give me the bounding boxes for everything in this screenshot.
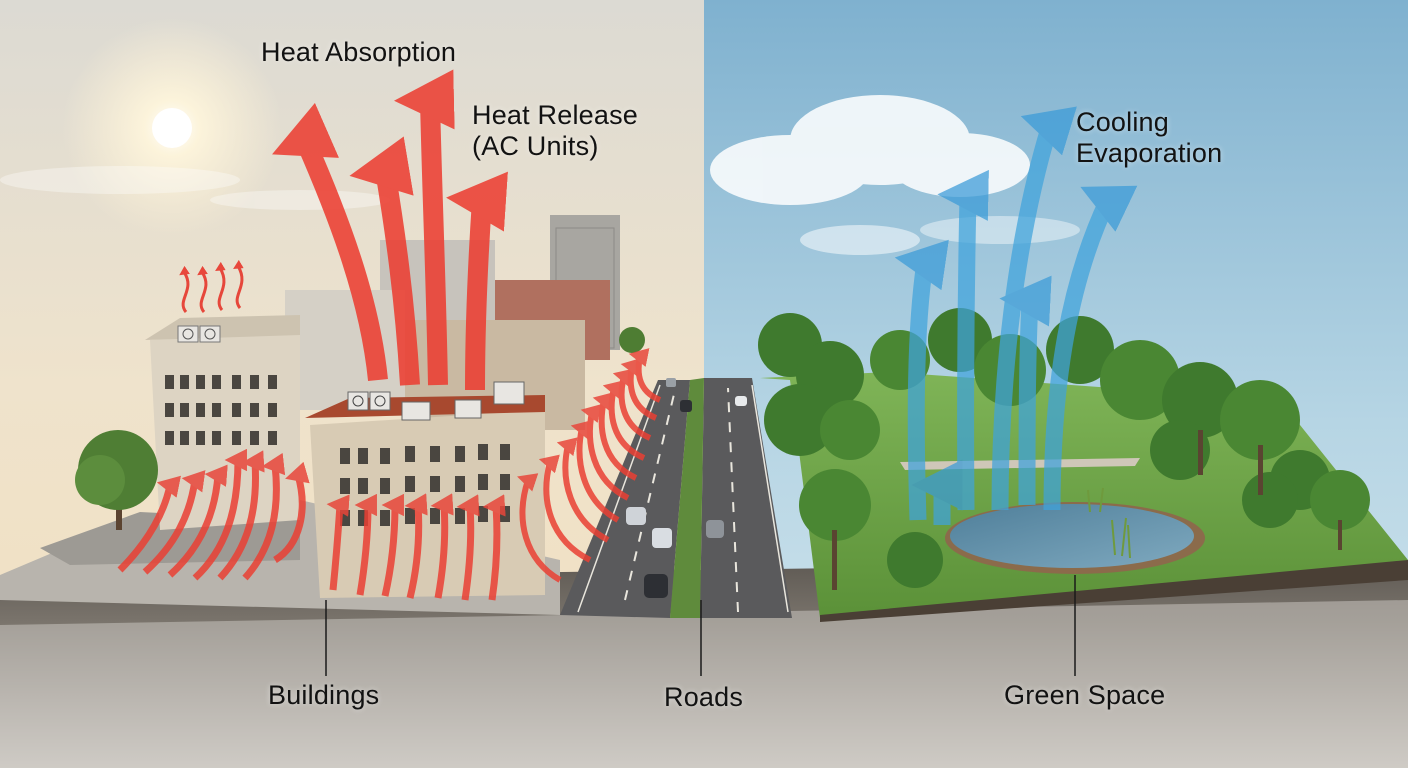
sun-icon <box>62 18 282 238</box>
heat-absorption-label: Heat Absorption <box>261 37 457 67</box>
heat-release-label: Heat Release (AC Units) <box>472 100 638 162</box>
ac-unit-icon <box>347 381 525 421</box>
cooling-evaporation-label: Cooling Evaporation <box>1076 107 1222 169</box>
cooling-line-1: Cooling <box>1076 107 1169 137</box>
ac-unit-icon <box>177 325 221 343</box>
tree-icon <box>75 327 645 530</box>
pond <box>950 504 1194 568</box>
heat-absorption-arrows <box>272 69 508 391</box>
green-space-label: Green Space <box>1004 680 1166 710</box>
heat-release-line-2: (AC Units) <box>472 131 599 161</box>
road-heat-arrows <box>517 348 662 583</box>
buildings-label: Buildings <box>268 680 380 710</box>
wall-heat-arrows-left <box>117 448 310 581</box>
leader-lines <box>325 575 1076 676</box>
heat-release-line-1: Heat Release <box>472 100 638 130</box>
front-building <box>305 381 545 598</box>
roof-heat-waves <box>179 259 244 313</box>
wall-heat-arrows-front <box>326 493 506 601</box>
cooling-line-2: Evaporation <box>1076 138 1223 168</box>
roads-label: Roads <box>664 682 744 712</box>
cooling-evaporation-arrows <box>894 106 1138 525</box>
car-icon <box>626 378 747 598</box>
